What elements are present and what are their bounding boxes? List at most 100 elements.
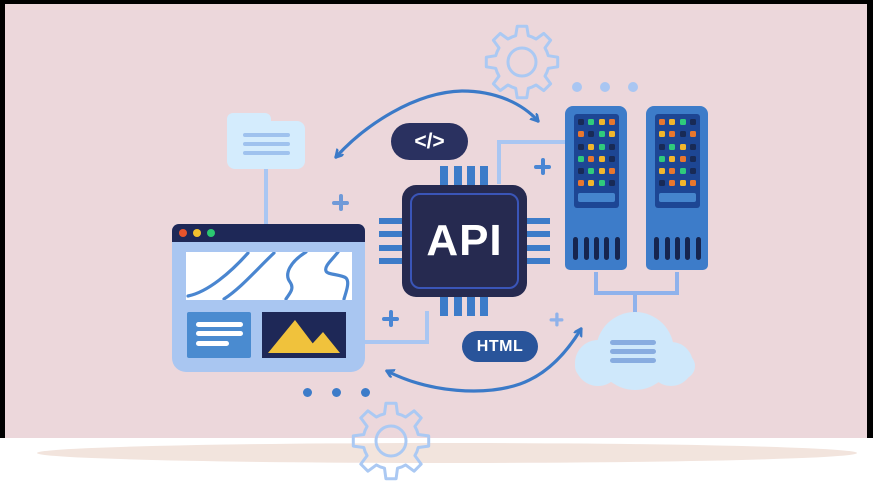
server-led [608,131,615,138]
server-led [588,143,595,150]
ellipsis-dot [361,388,370,397]
connector-chip-browser-horizontal [365,340,429,344]
server-led [689,168,696,175]
ellipsis-dot [628,82,638,92]
server-led [679,119,686,125]
server-led [689,155,696,162]
server-vent [594,237,599,260]
chip-pin [526,231,550,237]
server-led [598,180,605,187]
server-led [679,168,686,175]
server-led [578,155,585,162]
server-rack-1-leds [578,119,615,187]
server-led [588,180,595,187]
chip-pin [379,231,403,237]
chip-pin [526,218,550,224]
server-led [659,143,666,150]
server-led [659,119,666,125]
chip-pin [379,258,403,264]
server-led [598,155,605,162]
server-vent [654,237,659,260]
connector-chip-browser-vertical [425,311,429,344]
connector-server1-bracket [594,272,598,294]
plus-sign-icon [382,310,399,327]
server-led [578,143,585,150]
server-led [588,131,595,138]
connector-chip-server-vertical [497,140,501,184]
server-vent [685,237,690,260]
plus-sign-icon [534,158,551,175]
server-led [669,143,676,150]
server-led [689,119,696,125]
server-led [669,180,676,187]
ellipsis-dot [600,82,610,92]
server-led [588,155,595,162]
server-led [578,180,585,187]
server-led [659,168,666,175]
server-led [608,180,615,187]
html-badge: HTML [462,331,538,362]
server-led [578,131,585,138]
server-led [669,119,676,125]
server-led [669,168,676,175]
folder-text-line [243,142,290,146]
api-chip [402,185,527,297]
server-led [679,143,686,150]
server-led [598,131,605,138]
frame-right-edge [867,0,873,438]
server-led [598,143,605,150]
chip-pin [480,296,488,316]
server-led [659,180,666,187]
server-led [608,119,615,125]
chip-pin [480,166,488,186]
browser-map-panel [186,252,352,300]
server-vent [675,237,680,260]
server-vent [573,237,578,260]
ellipsis-dot [332,388,341,397]
api-chip-inner-border [410,193,519,289]
chip-pin [526,258,550,264]
traffic-light-yellow-icon [193,229,201,237]
connector-server2-bracket [675,272,679,294]
chip-pin [467,166,475,186]
chip-pin [454,296,462,316]
server-led [659,155,666,162]
cloud-text-line [610,358,656,363]
cloud-icon-base [575,353,695,379]
browser-image-thumbnail [262,312,346,358]
server-led [608,143,615,150]
frame-top-edge [0,0,873,4]
ground-shadow-ellipse [37,443,857,463]
chip-pin [467,296,475,316]
api-chip-label: API [426,216,503,265]
cloud-text-line [610,349,656,354]
server-vent [665,237,670,260]
plus-sign-icon [332,194,349,211]
server-led [689,143,696,150]
server-led [578,168,585,175]
folder-text-line [243,133,290,137]
connector-bracket-cloud [633,291,637,323]
chip-pin [379,245,403,251]
server-rack-1-drive-bar [578,193,615,202]
server-led [608,168,615,175]
server-led [689,180,696,187]
server-led [689,131,696,138]
server-led [669,155,676,162]
chip-pin [454,166,462,186]
chip-pin [440,296,448,316]
map-squiggles [186,252,350,300]
server-vent [615,237,620,260]
ellipsis-dot [303,388,312,397]
server-led [679,131,686,138]
connector-folder-browser [264,168,268,226]
server-led [608,155,615,162]
frame-left-edge [0,0,5,438]
text-block-line [196,341,229,346]
cloud-text-line [610,340,656,345]
server-led [598,168,605,175]
server-led [578,119,585,125]
server-vent [604,237,609,260]
server-led [669,131,676,138]
